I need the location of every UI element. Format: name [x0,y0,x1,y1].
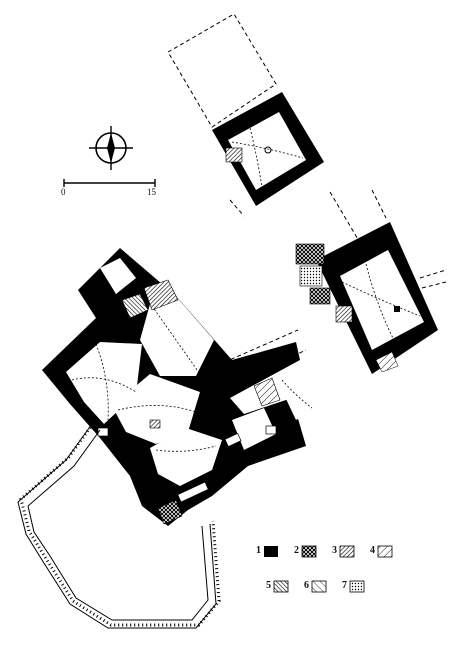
bailey-wall [17,420,221,629]
legend-swatch-2 [301,545,317,558]
north-tower [212,92,324,206]
legend-number-3: 3 [332,545,337,556]
scale-bar [63,179,156,187]
legend-swatch-1 [264,546,278,557]
east-tower [295,222,438,374]
scale-label-end: 15 [147,187,156,197]
scale-label-start: 0 [61,187,66,197]
legend-number-7: 7 [342,580,347,591]
legend-number-6: 6 [304,580,309,591]
legend-swatch-3 [339,545,355,558]
legend [264,545,393,593]
legend-swatch-4 [377,545,393,558]
legend-number-2: 2 [294,545,299,556]
legend-swatch-6 [311,580,327,593]
dashed-enclosure-outline [167,13,277,217]
main-building [42,248,318,526]
north-arrow-icon [89,126,133,170]
legend-number-5: 5 [266,580,271,591]
legend-swatch-5 [273,580,289,593]
legend-number-4: 4 [370,545,375,556]
legend-swatch-7 [349,580,365,593]
legend-number-1: 1 [256,545,261,556]
